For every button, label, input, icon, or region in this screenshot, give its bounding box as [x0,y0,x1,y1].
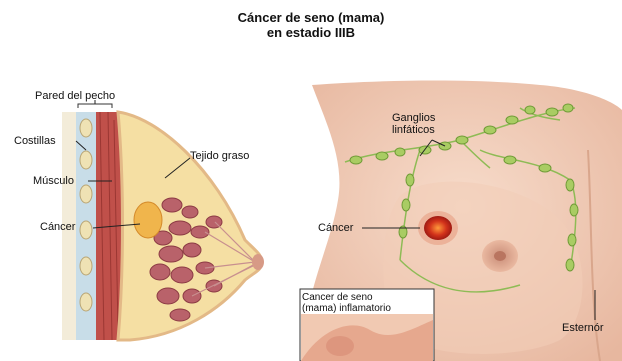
label-lymph-nodes-1: Ganglios [392,112,435,124]
nipple-left [252,254,264,270]
inset-caption: Cancer de seno (mama) inflamatorio [302,292,432,314]
label-fatty-tissue: Tejido graso [190,150,249,162]
chest-wall-bracket [78,104,112,108]
label-ribs: Costillas [14,135,56,147]
label-sternum: Esternór [562,322,604,334]
tumor-left [134,202,162,238]
label-muscle: Músculo [33,175,74,187]
nipple-right [494,251,506,261]
label-cancer-right: Cáncer [318,222,353,234]
breast-cross-section [62,104,264,340]
inset-caption-line-2: (mama) inflamatorio [302,303,432,314]
label-chest-wall: Pared del pecho [35,90,115,102]
tumor-right [424,216,452,240]
inset-caption-line-1: Cancer de seno [302,292,432,303]
label-lymph-nodes-2: linfáticos [392,124,435,136]
label-cancer-left: Cáncer [40,221,75,233]
